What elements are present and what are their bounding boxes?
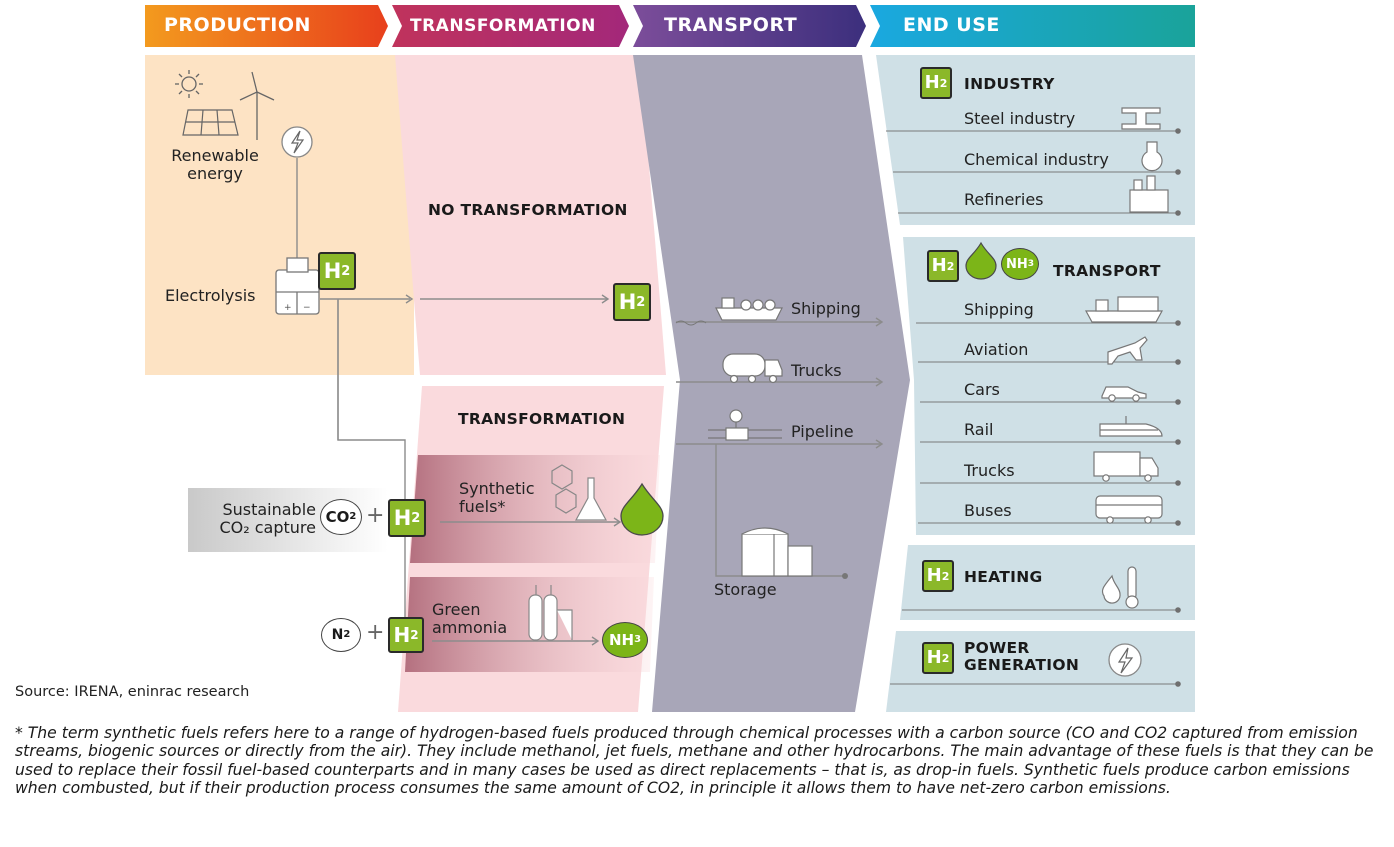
minus-sign-icon: −: [303, 303, 311, 313]
transport-pipeline-label: Pipeline: [791, 422, 854, 441]
solar-panel-icon: [182, 109, 239, 136]
truck-icon: [1093, 451, 1159, 482]
transport-trucks-label: Trucks: [791, 361, 842, 380]
wave-icon: [675, 320, 707, 326]
ship-icon: [715, 297, 783, 321]
heating-title: HEATING: [964, 568, 1043, 586]
train-icon: [1099, 416, 1163, 437]
chemical-industry-label: Chemical industry: [964, 150, 1109, 169]
car-icon: [1101, 386, 1147, 402]
header-end-use-ribbon: [870, 5, 1195, 47]
industry-panel: [876, 55, 1195, 225]
green-ammonia-label: Green ammonia: [432, 600, 508, 637]
renewable-energy-label: Renewable energy: [171, 146, 259, 183]
electrolysis-label: Electrolysis: [165, 286, 256, 305]
steel-beam-icon: [1121, 107, 1161, 130]
no-transformation-panel: [395, 55, 666, 375]
tanker-truck-icon: [722, 353, 783, 384]
molecule-icon: [551, 464, 577, 514]
round-flask-icon: [1141, 141, 1163, 172]
transport-panel: [633, 55, 910, 712]
end-use-aviation-label: Aviation: [964, 340, 1029, 359]
footnote: * The term synthetic fuels refers here t…: [15, 724, 1374, 798]
lightning-circle-icon: [1108, 643, 1142, 677]
ammonia-tanks-icon: [528, 585, 573, 641]
steel-industry-label: Steel industry: [964, 109, 1076, 128]
transport-shipping-label: Shipping: [791, 299, 861, 318]
end-use-dots: [1175, 128, 1181, 687]
end-use-buses-label: Buses: [964, 501, 1012, 520]
header-production: PRODUCTION: [164, 14, 311, 36]
hydrogen-value-chain-diagram: + −: [145, 5, 1195, 712]
industry-title: INDUSTRY: [964, 75, 1055, 93]
bus-icon: [1095, 495, 1163, 524]
end-use-trucks-label: Trucks: [964, 461, 1015, 480]
diagram-canvas: + −: [145, 5, 1195, 712]
end-use-shipping-label: Shipping: [964, 300, 1034, 319]
header-transport: TRANSPORT: [664, 14, 798, 36]
transformation-label: TRANSFORMATION: [458, 410, 626, 428]
end-use-cars-label: Cars: [964, 380, 1000, 399]
container-ship-icon: [1084, 296, 1164, 323]
header-production-ribbon: [145, 5, 388, 47]
header-transformation-ribbon: [392, 5, 629, 47]
heating-panel: [900, 545, 1195, 620]
transport-storage-label: Storage: [714, 580, 777, 599]
refineries-label: Refineries: [964, 190, 1044, 209]
source-note: Source: IRENA, eninrac research: [15, 684, 250, 700]
storage-tank-icon: [741, 527, 813, 577]
wind-turbine-icon: [239, 71, 275, 140]
refinery-icon: [1129, 175, 1169, 213]
thermometer-icon: [1125, 566, 1139, 609]
power-generation-title: POWER GENERATION: [964, 639, 1080, 675]
sustainable-co2-capture-label: Sustainable CO₂ capture: [219, 500, 316, 537]
synthetic-fuels-band: [410, 455, 660, 563]
plus-sign-icon: +: [284, 303, 292, 313]
sun-icon: [175, 70, 203, 98]
pipeline-icon: [708, 409, 782, 441]
header-transport-ribbon: [633, 5, 866, 47]
storage-end-dot: [842, 573, 848, 579]
end-use-rules: [886, 130, 1178, 685]
power-plug-icon: [281, 126, 313, 158]
transport-drop-icon: [965, 241, 997, 280]
plus-co2-h2: +: [366, 503, 385, 528]
flame-icon: [1101, 574, 1121, 604]
header-transformation: TRANSFORMATION: [410, 16, 596, 36]
no-transformation-label: NO TRANSFORMATION: [428, 201, 628, 219]
flask-icon: [574, 477, 608, 521]
transport-use-title: TRANSPORT: [1053, 262, 1161, 280]
synthetic-fuels-label: Synthetic fuels*: [459, 479, 535, 516]
header-end-use: END USE: [903, 14, 1000, 36]
electrolyser-icon: [275, 257, 320, 315]
end-use-rail-label: Rail: [964, 420, 994, 439]
plus-n2-h2: +: [366, 620, 385, 645]
airplane-icon: [1107, 336, 1148, 365]
production-panel: [145, 55, 414, 375]
synthetic-fuel-drop-icon: [620, 482, 664, 536]
